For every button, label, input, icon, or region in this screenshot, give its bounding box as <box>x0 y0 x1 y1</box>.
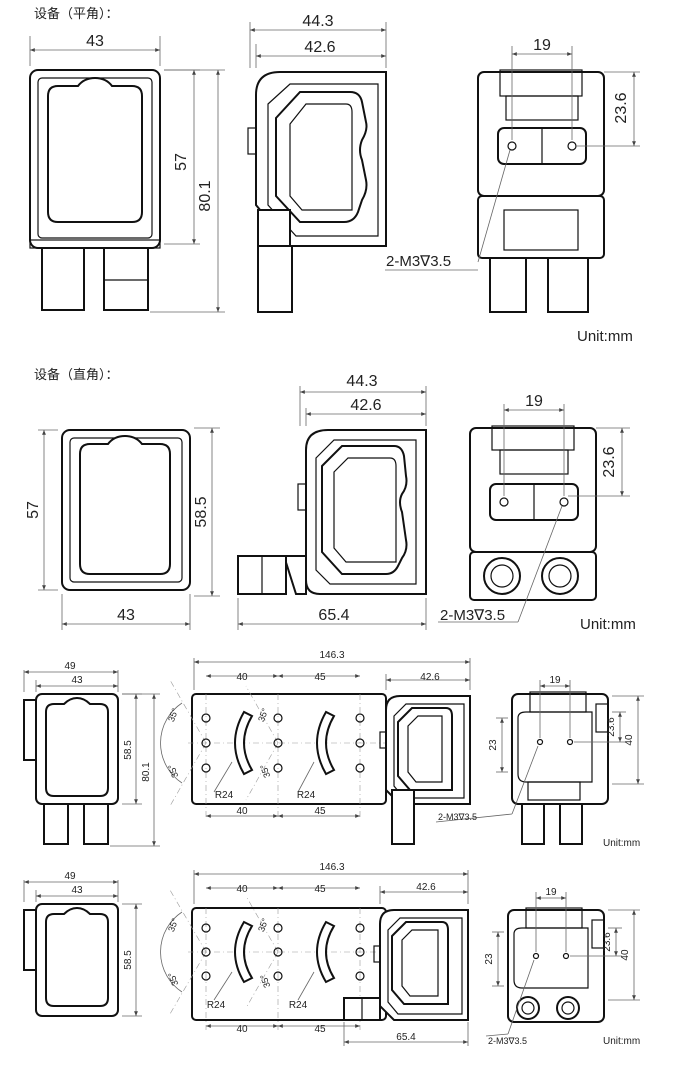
s4-front-view <box>23 903 119 1017</box>
s3-bracket-dims <box>193 658 471 818</box>
s3-r24a-label: R24 <box>215 790 234 801</box>
s2-back-height-label: 23.6 <box>601 446 618 477</box>
s3-back-h40-label: 40 <box>624 734 635 746</box>
s2-front-height2-label: 58.5 <box>193 496 210 527</box>
s1-back-view <box>477 69 605 313</box>
s4-side-view <box>343 909 469 1021</box>
s4-bracket-dims <box>193 870 469 1046</box>
s1-side-dims <box>249 22 387 68</box>
s4-426-label: 42.6 <box>416 882 436 893</box>
s4-45a-label: 45 <box>314 884 326 895</box>
s2-back-dims <box>438 404 630 623</box>
s3-back-h236-label: 23.6 <box>606 717 617 737</box>
s4-back-dims <box>485 892 640 1037</box>
s4-654-label: 65.4 <box>396 1032 416 1043</box>
dimension-labels: 43 57 80.1 44.3 42.6 19 23.6 2-M3∇3.5 57… <box>25 13 635 1046</box>
s3-bracket-view <box>160 679 390 820</box>
s3-r24b-label: R24 <box>297 790 316 801</box>
s3-back-dims <box>435 680 644 823</box>
s1-front-view <box>29 69 161 311</box>
s2-back-view <box>469 425 597 601</box>
s2-side-view <box>237 429 427 595</box>
section-2-unit: Unit:mm <box>580 616 636 633</box>
s4-bracket-view <box>160 889 390 1030</box>
s3-angle-d-label: 35° <box>258 763 272 780</box>
s3-back-h23-label: 23 <box>488 739 499 751</box>
section-3-unit: Unit:mm <box>603 838 641 849</box>
s4-r24a-label: R24 <box>207 1000 226 1011</box>
s3-angle-b-label: 35° <box>166 763 180 780</box>
s3-w49-label: 49 <box>64 661 76 672</box>
s2-screw-label: 2-M3∇3.5 <box>440 607 505 624</box>
s3-h58-label: 58.5 <box>123 740 134 760</box>
s4-back-view <box>507 907 605 1023</box>
s4-45b-label: 45 <box>314 1024 326 1035</box>
s3-back-w19-label: 19 <box>549 675 561 686</box>
s1-back-height-label: 23.6 <box>613 92 630 123</box>
s4-angle-a-label: 35° <box>166 916 180 933</box>
s4-back-h40-label: 40 <box>620 949 631 961</box>
s2-front-height-label: 57 <box>25 501 42 519</box>
s2-side-dims <box>237 386 427 630</box>
s1-screw-label: 2-M3∇3.5 <box>386 253 451 270</box>
s3-40b-label: 40 <box>236 806 248 817</box>
s3-total-label: 146.3 <box>319 650 344 661</box>
s4-w43-label: 43 <box>71 885 83 896</box>
s4-back-w19-label: 19 <box>545 887 557 898</box>
s4-screw-label: 2-M3∇3.5 <box>488 1036 527 1046</box>
s3-w43-label: 43 <box>71 675 83 686</box>
s1-total-height-label: 80.1 <box>197 180 214 211</box>
s3-angle-c-label: 35° <box>256 706 270 723</box>
s2-side-outer-label: 44.3 <box>346 373 377 390</box>
s4-40a-label: 40 <box>236 884 248 895</box>
s4-back-h236-label: 23.6 <box>602 932 613 952</box>
s3-426-label: 42.6 <box>420 672 440 683</box>
s2-front-view <box>61 429 191 591</box>
s3-front-dims <box>23 670 160 847</box>
section-1-title: 设备（平角）： <box>34 7 119 22</box>
s1-side-inner-label: 42.6 <box>304 39 335 56</box>
s1-front-width-label: 43 <box>86 33 104 50</box>
s2-side-length-label: 65.4 <box>318 607 349 624</box>
s1-front-height-label: 57 <box>173 153 190 171</box>
s4-angle-c-label: 35° <box>256 916 270 933</box>
section-2-title: 设备（直角）： <box>34 368 119 383</box>
s4-front-dims <box>23 880 142 1017</box>
s3-angle-a-label: 35° <box>166 706 180 723</box>
s2-back-width-label: 19 <box>525 393 543 410</box>
s4-w49-label: 49 <box>64 871 76 882</box>
s1-side-view <box>247 71 387 313</box>
s4-40b-label: 40 <box>236 1024 248 1035</box>
s2-side-inner-label: 42.6 <box>350 397 381 414</box>
s4-r24b-label: R24 <box>289 1000 308 1011</box>
s4-angle-d-label: 35° <box>258 973 272 990</box>
section-1-unit: Unit:mm <box>577 328 633 345</box>
s1-side-outer-label: 44.3 <box>302 13 333 30</box>
s3-45a-label: 45 <box>314 672 326 683</box>
s4-back-h23-label: 23 <box>484 953 495 965</box>
s3-45b-label: 45 <box>314 806 326 817</box>
section-4-unit: Unit:mm <box>603 1036 641 1047</box>
s2-front-width-label: 43 <box>117 607 135 624</box>
s3-front-view <box>23 693 119 845</box>
s3-40a-label: 40 <box>236 672 248 683</box>
s4-angle-b-label: 35° <box>166 971 180 988</box>
s3-back-view <box>511 691 609 845</box>
s1-back-dims <box>385 46 640 271</box>
s4-h58-label: 58.5 <box>123 950 134 970</box>
s2-front-dims <box>38 427 220 630</box>
s3-side-view <box>379 695 471 845</box>
s1-back-width-label: 19 <box>533 37 551 54</box>
s1-front-dims <box>29 36 225 313</box>
s3-h80-label: 80.1 <box>141 762 152 782</box>
s3-screw-label: 2-M3∇3.5 <box>438 812 477 822</box>
s4-total-label: 146.3 <box>319 862 344 873</box>
